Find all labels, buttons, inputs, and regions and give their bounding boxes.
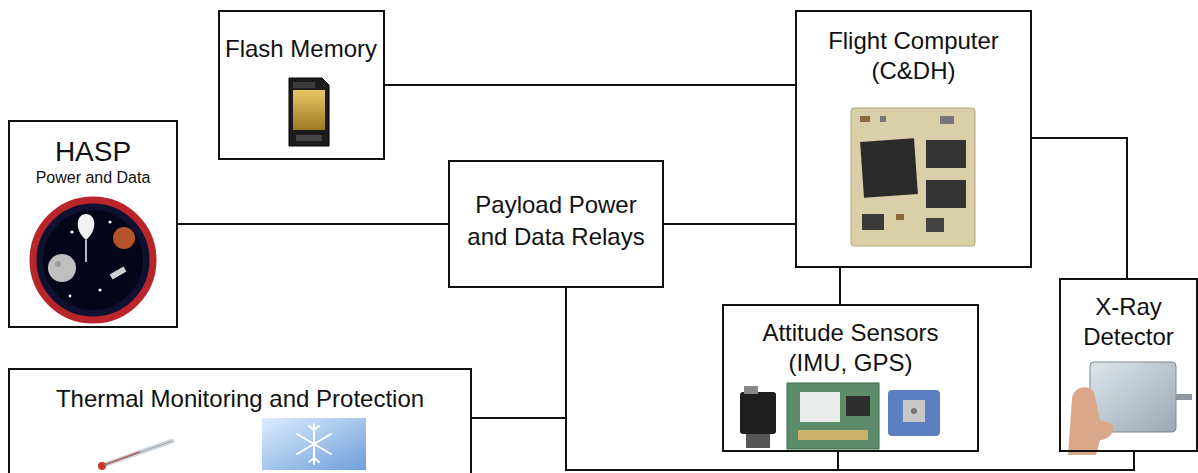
sensor-box: Attitude Sensors (IMU, GPS) <box>722 304 979 452</box>
box-title: Flash Memory <box>225 34 377 64</box>
connector-line <box>566 288 1134 470</box>
connector-line <box>385 84 796 86</box>
flight-computer-board <box>851 108 975 246</box>
interface-box: HASPPower and Data <box>8 120 178 328</box>
relay-box: Payload Power and Data Relays <box>448 160 664 288</box>
box-title: Attitude Sensors (IMU, GPS) <box>736 318 966 378</box>
box-title: X-Ray Detector <box>1066 292 1191 352</box>
connector-line <box>664 223 795 225</box>
gps-antenna-picture <box>888 390 940 436</box>
box-title: Payload Power and Data Relays <box>461 189 651 253</box>
imu-picture <box>740 386 776 448</box>
computer-box: Flight Computer (C&DH) <box>795 10 1032 268</box>
hasp-logo <box>33 200 153 320</box>
thermal-box: Thermal Monitoring and Protection <box>8 368 472 473</box>
box-title: HASP <box>55 136 131 168</box>
connector-line <box>178 223 448 225</box>
box-title: Flight Computer (C&DH) <box>806 26 1021 86</box>
box-subtitle: Power and Data <box>36 168 151 188</box>
memory-box: Flash Memory <box>218 10 385 160</box>
connector-line <box>1032 138 1127 278</box>
snowflake-picture <box>262 418 366 470</box>
box-title: Thermal Monitoring and Protection <box>56 384 424 414</box>
thermometer-picture <box>98 441 172 470</box>
sd-card-picture <box>289 78 329 146</box>
x-ray-detector-picture <box>1068 362 1192 455</box>
gps-board-picture <box>787 383 879 449</box>
detector-box: X-Ray Detector <box>1059 278 1198 452</box>
connector-line <box>839 268 841 304</box>
connector-line <box>472 288 566 418</box>
